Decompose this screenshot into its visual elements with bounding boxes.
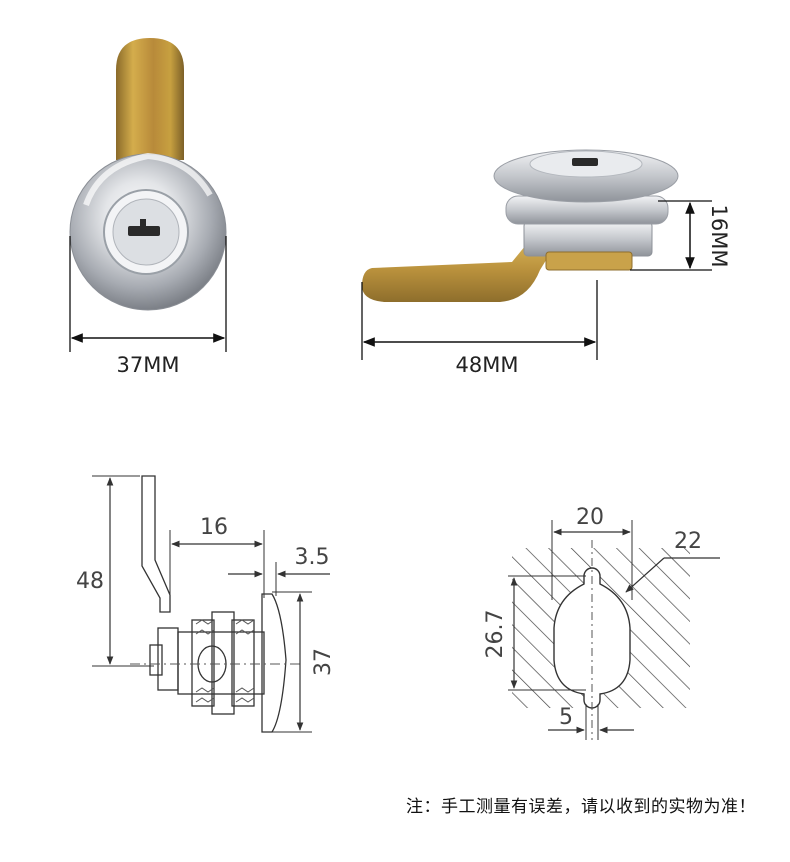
drawing-thread-body bbox=[177, 631, 265, 695]
drawing-cutout-dimensions: 20 22 26.7 5 bbox=[483, 505, 720, 740]
side-length-dimension: 48MM bbox=[361, 280, 598, 377]
measurement-disclaimer: 注：手工测量有误差，请以收到的实物为准！ bbox=[406, 797, 756, 817]
panel-cutout-drawing bbox=[512, 540, 690, 740]
cutout-diameter-label: 22 bbox=[674, 529, 702, 554]
drawing-tongue-label: 16 bbox=[200, 515, 228, 540]
front-width-label: 37MM bbox=[117, 353, 180, 377]
drawing-face-label: 37 bbox=[311, 648, 336, 676]
keyhole bbox=[128, 226, 160, 236]
drawing-cam-tongue bbox=[141, 475, 171, 613]
drawing-side-dimensions: 48 16 3.5 37 bbox=[76, 475, 336, 733]
drawing-flange-label: 3.5 bbox=[295, 545, 330, 570]
cutout-slot-label: 5 bbox=[559, 705, 573, 730]
front-width-dimension: 37MM bbox=[69, 236, 227, 377]
lock-nut bbox=[523, 221, 653, 257]
cam-tongue-front bbox=[116, 38, 184, 160]
drawing-height-label: 48 bbox=[76, 569, 104, 594]
cam-tongue-side bbox=[362, 240, 556, 302]
drawing-flange bbox=[261, 593, 287, 733]
cutout-width-label: 20 bbox=[576, 505, 604, 530]
side-view-photo bbox=[362, 149, 679, 302]
side-height-label: 16MM bbox=[707, 205, 731, 268]
cutout-height-label: 26.7 bbox=[483, 610, 508, 659]
technical-side-drawing bbox=[130, 475, 300, 733]
front-view-photo bbox=[69, 38, 227, 311]
side-height-dimension: 16MM bbox=[630, 200, 731, 271]
side-length-label: 48MM bbox=[456, 353, 519, 377]
